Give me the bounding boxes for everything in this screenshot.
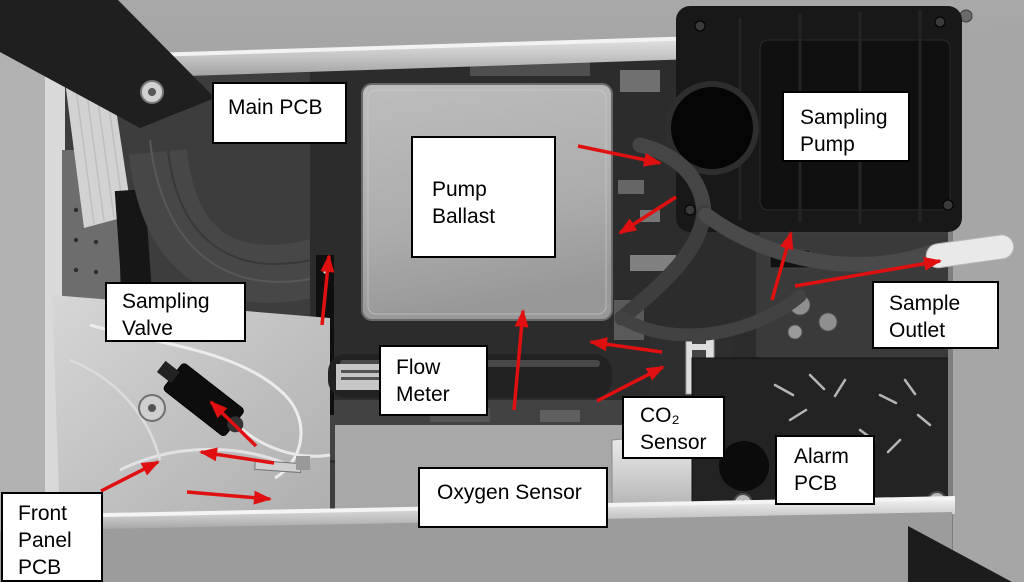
label-text: Sampling (800, 106, 888, 129)
label-sample-outlet: Sample Outlet (872, 281, 999, 349)
chassis-corner-bottom-right (908, 526, 1012, 582)
photo-backdrop-bottom (0, 512, 952, 582)
label-text: Flow (396, 356, 441, 379)
label-text: Pump (432, 178, 487, 201)
main-ribbon-cable (129, 139, 330, 303)
label-text: Meter (396, 383, 450, 406)
label-text: Front (18, 502, 68, 525)
label-co2-sensor: CO₂ Sensor (622, 396, 725, 459)
label-front-panel-pcb: Front Panel PCB (1, 492, 103, 582)
chassis-left-panel (0, 50, 48, 582)
label-text: Sensor (640, 431, 707, 454)
corner-screw-center (148, 88, 156, 96)
label-text: Sample (889, 292, 961, 315)
label-text: CO₂ (640, 404, 680, 427)
label-text: Outlet (889, 319, 946, 342)
label-text: Valve (122, 317, 173, 340)
label-text: Ballast (432, 205, 496, 228)
label-pump-ballast: Pump Ballast (411, 136, 556, 258)
label-text: Pump (800, 133, 855, 156)
label-sampling-pump: Sampling Pump (782, 91, 910, 162)
label-text: Panel (18, 529, 72, 552)
label-text: PCB (18, 556, 62, 579)
label-alarm-pcb: Alarm PCB (775, 435, 875, 505)
label-text: Sampling (122, 290, 210, 313)
label-text: Alarm (794, 445, 849, 468)
label-main-pcb: Main PCB (212, 82, 347, 144)
label-text: Oxygen Sensor (437, 481, 582, 504)
label-text: PCB (794, 472, 838, 495)
label-flow-meter: Flow Meter (379, 345, 488, 416)
label-text: Main PCB (228, 96, 323, 119)
label-oxygen-sensor: Oxygen Sensor (418, 467, 608, 528)
label-sampling-valve: Sampling Valve (105, 282, 246, 342)
